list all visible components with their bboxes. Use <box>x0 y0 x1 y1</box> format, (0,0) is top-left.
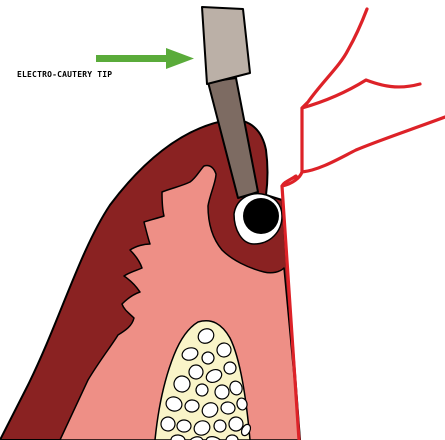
bone-cell <box>177 420 191 432</box>
incision-line <box>282 9 445 440</box>
bone-cell <box>189 365 203 379</box>
arrow-right-icon <box>96 48 194 69</box>
cautery-handle <box>202 7 250 84</box>
black-dot-marker <box>243 198 279 234</box>
bone-cell <box>215 385 230 400</box>
electro-cautery-tip-label: ELECTRO-CAUTERY TIP <box>17 70 112 79</box>
